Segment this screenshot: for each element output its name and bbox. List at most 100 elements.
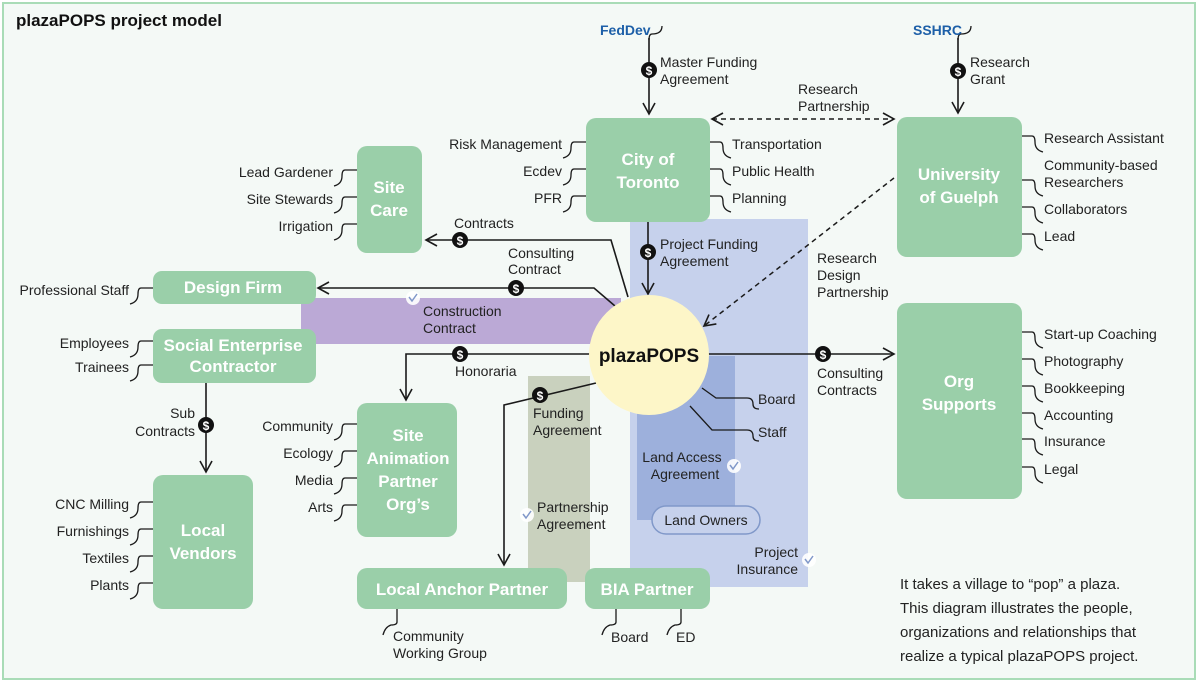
land-owners-label: Land Owners [664, 512, 747, 528]
land-access-label-1: Land Access [642, 449, 721, 465]
city-connector [710, 168, 732, 186]
city-connector [562, 168, 586, 186]
bia-connector [666, 609, 682, 636]
board-connector [701, 387, 747, 399]
site-care-connector [333, 223, 357, 241]
org-supports-label-2: Supports [922, 395, 997, 414]
research-design-label-2: Design [817, 267, 861, 283]
research-partnership-label-1: Research [798, 81, 858, 97]
project-insurance-label-1: Project [754, 544, 798, 560]
guelph-connector [1022, 206, 1044, 224]
local-anchor-member: Working Group [393, 645, 487, 661]
org-supports-connector [1022, 412, 1044, 430]
org-supports-member: Start-up Coaching [1044, 326, 1157, 342]
city-member: PFR [534, 190, 562, 206]
design-firm-box [153, 271, 316, 304]
check-icon [405, 290, 421, 306]
guelph-member: Research Assistant [1044, 130, 1164, 146]
social-enterprise-member: Employees [60, 335, 129, 351]
funding-agreement-label-2: Agreement [533, 422, 602, 438]
site-animation-label-4: Org’s [386, 495, 430, 514]
staff-hook [746, 429, 760, 442]
bia-partner-box [585, 568, 710, 609]
honoraria-label: Honoraria [455, 363, 517, 379]
consulting-contracts-label-1: Consulting [817, 365, 883, 381]
check-icon [726, 458, 742, 474]
org-supports-connector [1022, 331, 1044, 349]
guelph-label-2: of Guelph [919, 188, 998, 207]
org-supports-member: Accounting [1044, 407, 1113, 423]
site-care-label-2: Care [370, 201, 408, 220]
city-member: Transportation [732, 136, 822, 152]
org-supports-member: Legal [1044, 461, 1078, 477]
design-firm-label: Design Firm [184, 278, 282, 297]
site-care-member: Site Stewards [247, 191, 333, 207]
dollar-icon [640, 244, 656, 260]
land-owners-pill [651, 505, 761, 535]
bia-connector [601, 609, 617, 636]
city-member: Public Health [732, 163, 815, 179]
master-funding-label-2: Agreement [660, 71, 729, 87]
site-animation-connector [333, 450, 357, 468]
project-funding-label-2: Agreement [660, 253, 729, 269]
social-enterprise-label-1: Social Enterprise [164, 336, 303, 355]
local-anchor-member: Community [393, 628, 464, 644]
guelph-member: Researchers [1044, 174, 1123, 190]
bia-member: ED [676, 629, 695, 645]
research-grant-label-2: Grant [970, 71, 1005, 87]
construction-contract-label-1: Construction [423, 303, 502, 319]
project-funding-label-1: Project Funding [660, 236, 758, 252]
funding-agreement-arrow [497, 382, 597, 567]
feddev-hook [648, 25, 663, 41]
local-vendors-member: CNC Milling [55, 496, 129, 512]
site-animation-member: Media [295, 472, 333, 488]
research-design-arrow [702, 177, 895, 328]
partnership-agreement-label-1: Partnership [537, 499, 609, 515]
master-funding-label-1: Master Funding [660, 54, 757, 70]
city-label-1: City of [622, 150, 675, 169]
guelph-connector [1022, 233, 1044, 251]
consulting-contracts-label-2: Contracts [817, 382, 877, 398]
honoraria-arrow [399, 353, 590, 402]
site-care-box [357, 146, 422, 253]
research-grant-label-1: Research [970, 54, 1030, 70]
board-hook [746, 397, 760, 410]
org-supports-connector [1022, 438, 1044, 456]
site-care-label-1: Site [373, 178, 404, 197]
plazapops-label: plazaPOPS [599, 346, 699, 367]
guelph-member: Collaborators [1044, 201, 1127, 217]
design-firm-member: Professional Staff [20, 282, 130, 298]
site-animation-box [357, 403, 457, 537]
local-vendors-member: Furnishings [57, 523, 129, 539]
site-animation-label-2: Animation [366, 449, 449, 468]
local-anchor-label: Local Anchor Partner [376, 580, 549, 599]
dollar-icon [532, 387, 548, 403]
org-supports-box [897, 303, 1022, 499]
bia-member: Board [611, 629, 648, 645]
consulting-contract-label-1: Consulting [508, 245, 574, 261]
consulting-contract-arrow [316, 281, 623, 313]
social-enterprise-box [153, 329, 316, 383]
site-animation-label-1: Site [392, 426, 423, 445]
consulting-contract-label-2: Contract [508, 261, 561, 277]
site-animation-label-3: Partner [378, 472, 438, 491]
dollar-icon [452, 346, 468, 362]
site-animation-member: Arts [308, 499, 333, 515]
member-labels: Risk ManagementEcdevPFRTransportationPub… [20, 130, 1164, 661]
org-supports-member: Bookkeeping [1044, 380, 1125, 396]
check-icon [801, 552, 817, 568]
dollar-icon [508, 280, 524, 296]
research-design-label-1: Research [817, 250, 877, 266]
local-vendors-connector [129, 528, 153, 546]
social-enterprise-member: Trainees [75, 359, 129, 375]
org-supports-label-1: Org [944, 372, 974, 391]
research-design-label-3: Partnership [817, 284, 889, 300]
feddev-label: FedDev [600, 22, 651, 38]
sub-contracts-label-2: Contracts [135, 423, 195, 439]
org-supports-connector [1022, 358, 1044, 376]
partnership-agreement-label-2: Agreement [537, 516, 606, 532]
social-enterprise-label-2: Contractor [190, 357, 277, 376]
local-anchor-connector [382, 609, 398, 636]
city-connector [710, 141, 732, 159]
